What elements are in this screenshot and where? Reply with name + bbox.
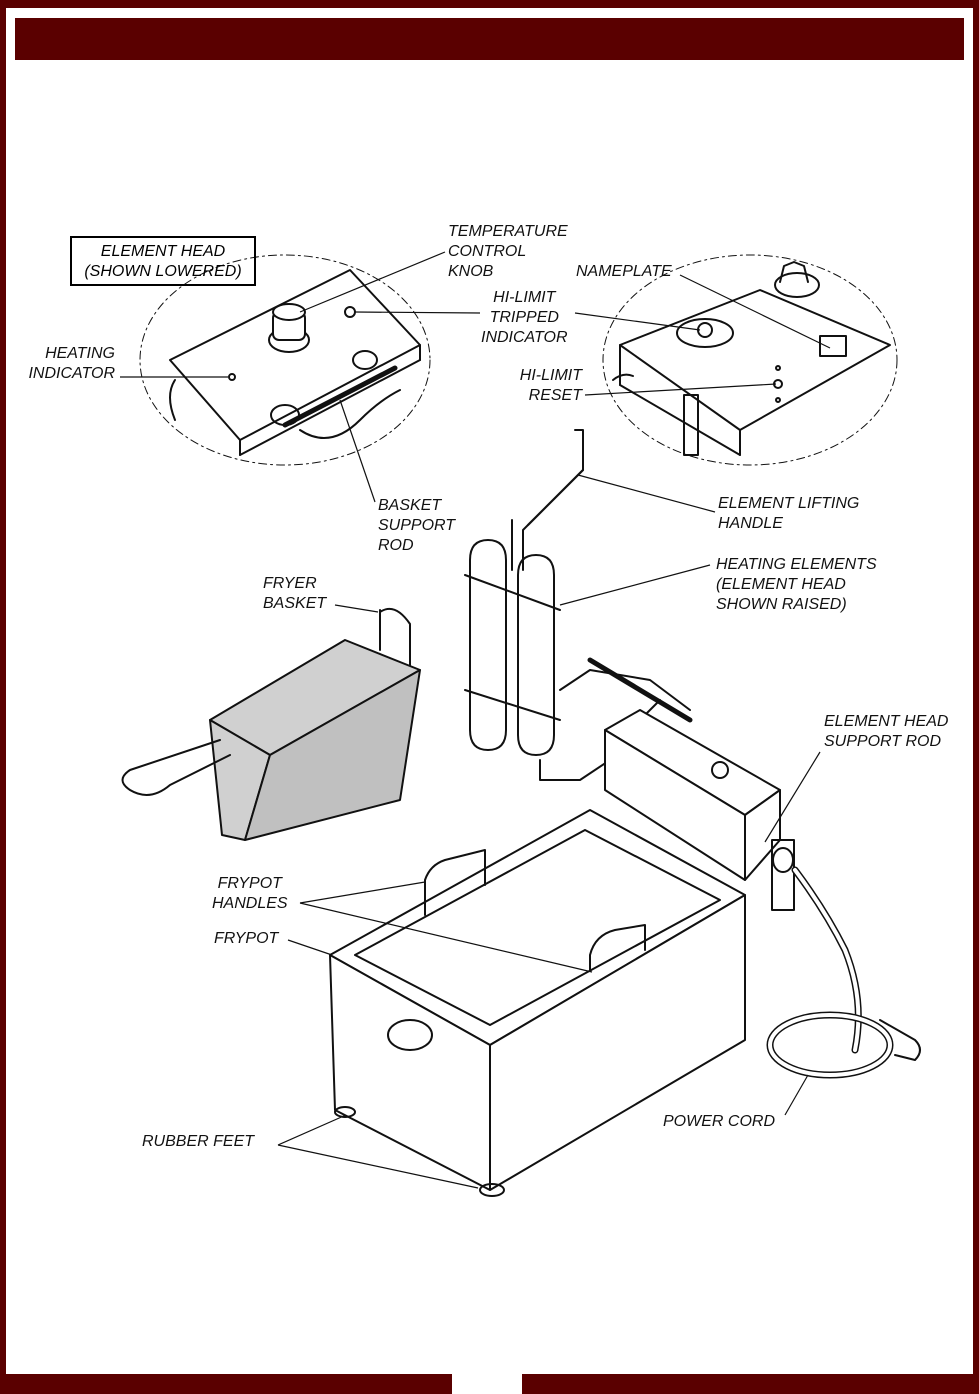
support-rod-bracket-drawing [771, 839, 795, 911]
leader-basket-support-rod [339, 399, 376, 503]
leader-hi-limit-tripped [574, 312, 701, 331]
label-frypot-handles: FRYPOT HANDLES [212, 875, 288, 912]
label-element-lifting-handle: ELEMENT LIFTING HANDLE [718, 495, 860, 532]
label-rubber-feet: RUBBER FEET [142, 1133, 255, 1150]
label-fryer-basket: FRYER BASKET [263, 575, 327, 612]
leader-temperature-knob [299, 251, 446, 313]
element-lifting-handle-drawing [511, 429, 584, 571]
leader-frypot-handles-b [299, 902, 593, 973]
label-heating-indicator: HEATING INDICATOR [28, 345, 115, 382]
leader-fryer-basket [334, 604, 379, 613]
label-power-cord: POWER CORD [663, 1113, 775, 1130]
element-head-housing-drawing [604, 709, 781, 881]
label-hi-limit-tripped-indicator: HI-LIMIT TRIPPED INDICATOR [481, 289, 568, 346]
leader-heating-elements [559, 564, 711, 606]
header-bar [15, 18, 964, 60]
leader-power-cord [784, 1074, 809, 1116]
leader-element-head-support-rod [764, 751, 821, 843]
label-frypot: FRYPOT [214, 930, 279, 947]
leader-hi-limit-reset [584, 383, 777, 396]
leader-frypot-handles-a [299, 881, 426, 904]
leader-frypot [287, 939, 333, 956]
label-basket-support-rod: BASKET SUPPORT ROD [378, 497, 456, 554]
label-nameplate: NAMEPLATE [576, 263, 672, 280]
label-hi-limit-reset: HI-LIMIT RESET [519, 367, 582, 404]
leader-element-lifting-handle [577, 474, 716, 513]
power-cord-drawing [766, 866, 921, 1079]
element-head-right-detail [612, 261, 891, 456]
leader-hi-limit-tripped-2 [354, 311, 481, 314]
detail-circle-right [602, 254, 898, 466]
fryer-basket-drawing [121, 608, 421, 841]
element-head-lowered-drawing [169, 269, 421, 456]
leader-nameplate [679, 274, 831, 349]
detail-circle-left [139, 254, 431, 466]
footer-gap [452, 1374, 522, 1394]
frypot-drawing [329, 809, 746, 1197]
leader-rubber-feet-a [277, 1114, 347, 1146]
label-element-head-lowered: ELEMENT HEAD (SHOWN LOWERED) [70, 236, 256, 286]
label-element-head-support-rod: ELEMENT HEAD SUPPORT ROD [824, 713, 949, 750]
label-temperature-control-knob: TEMPERATURE CONTROL KNOB [448, 223, 568, 280]
label-heating-elements: HEATING ELEMENTS (ELEMENT HEAD SHOWN RAI… [716, 556, 877, 613]
leader-rubber-feet-b [277, 1144, 479, 1189]
heating-elements-drawing [464, 539, 693, 781]
